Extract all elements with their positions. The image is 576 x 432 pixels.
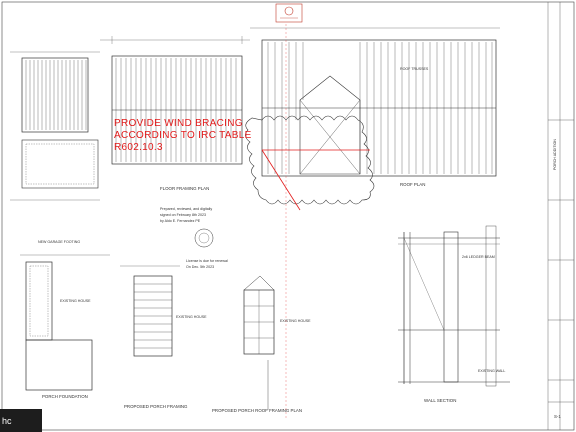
signature-line-3: by Aldo E. Fernandez PE [160, 219, 201, 223]
wall-section-title: WALL SECTION [424, 398, 456, 403]
new-garage-label: NEW GARAGE FOOTING [38, 240, 80, 244]
ledger-label: 2x6 LEDGER BEAM [462, 255, 495, 259]
roof-trusses-label: ROOF TRUSSES [400, 67, 429, 71]
pe-seal [194, 228, 214, 248]
existing-wall-label: EXISTING WALL [478, 369, 505, 373]
roof-plan-title: ROOF PLAN [400, 182, 425, 187]
wind-bracing-note-line2: ACCORDING TO IRC TABLE [114, 130, 252, 141]
porch-roof-title: PROPOSED PORCH ROOF FRAMING PLAN [212, 408, 302, 413]
porch-roof-framing-plan [243, 275, 275, 410]
existing-house-label-1: EXISTING HOUSE [60, 299, 91, 303]
signature-line-2: signed on February 8th 2023 [160, 213, 206, 217]
floor-framing-left [10, 51, 100, 201]
porch-framing-title: PROPOSED PORCH FRAMING [124, 404, 188, 409]
title-block-project: PORCH ADDITION [553, 139, 557, 170]
porch-framing-plan [120, 265, 180, 357]
title-block [547, 2, 574, 430]
roof-plan [250, 27, 500, 177]
wind-bracing-note-line3: R602.10.3 [114, 142, 163, 153]
floor-framing-center [100, 36, 250, 165]
revision-cloud [245, 115, 375, 205]
signature-block: Prepared, reviewed, and digitally signed… [160, 207, 228, 269]
signature-line-1: Prepared, reviewed, and digitally [160, 207, 212, 211]
existing-house-label-2: EXISTING HOUSE [176, 315, 207, 319]
signature-line-4: License is due for renewal [186, 259, 228, 263]
title-block-sheet: S-1 [554, 414, 561, 419]
wall-section [398, 225, 510, 387]
porch-foundation-plan [20, 254, 110, 391]
watermark-logo: hc [0, 409, 42, 432]
logo-text: hc [2, 415, 12, 426]
signature-line-5: On Dec. 5th 2023 [186, 265, 214, 269]
floor-framing-title: FLOOR FRAMING PLAN [160, 186, 209, 191]
red-stamp [275, 3, 303, 23]
existing-house-label-3: EXISTING HOUSE [280, 319, 311, 323]
foundation-title: PORCH FOUNDATION [42, 394, 88, 399]
note-leader-lines [261, 149, 370, 211]
wind-bracing-note-line1: PROVIDE WIND BRACING [114, 118, 243, 129]
